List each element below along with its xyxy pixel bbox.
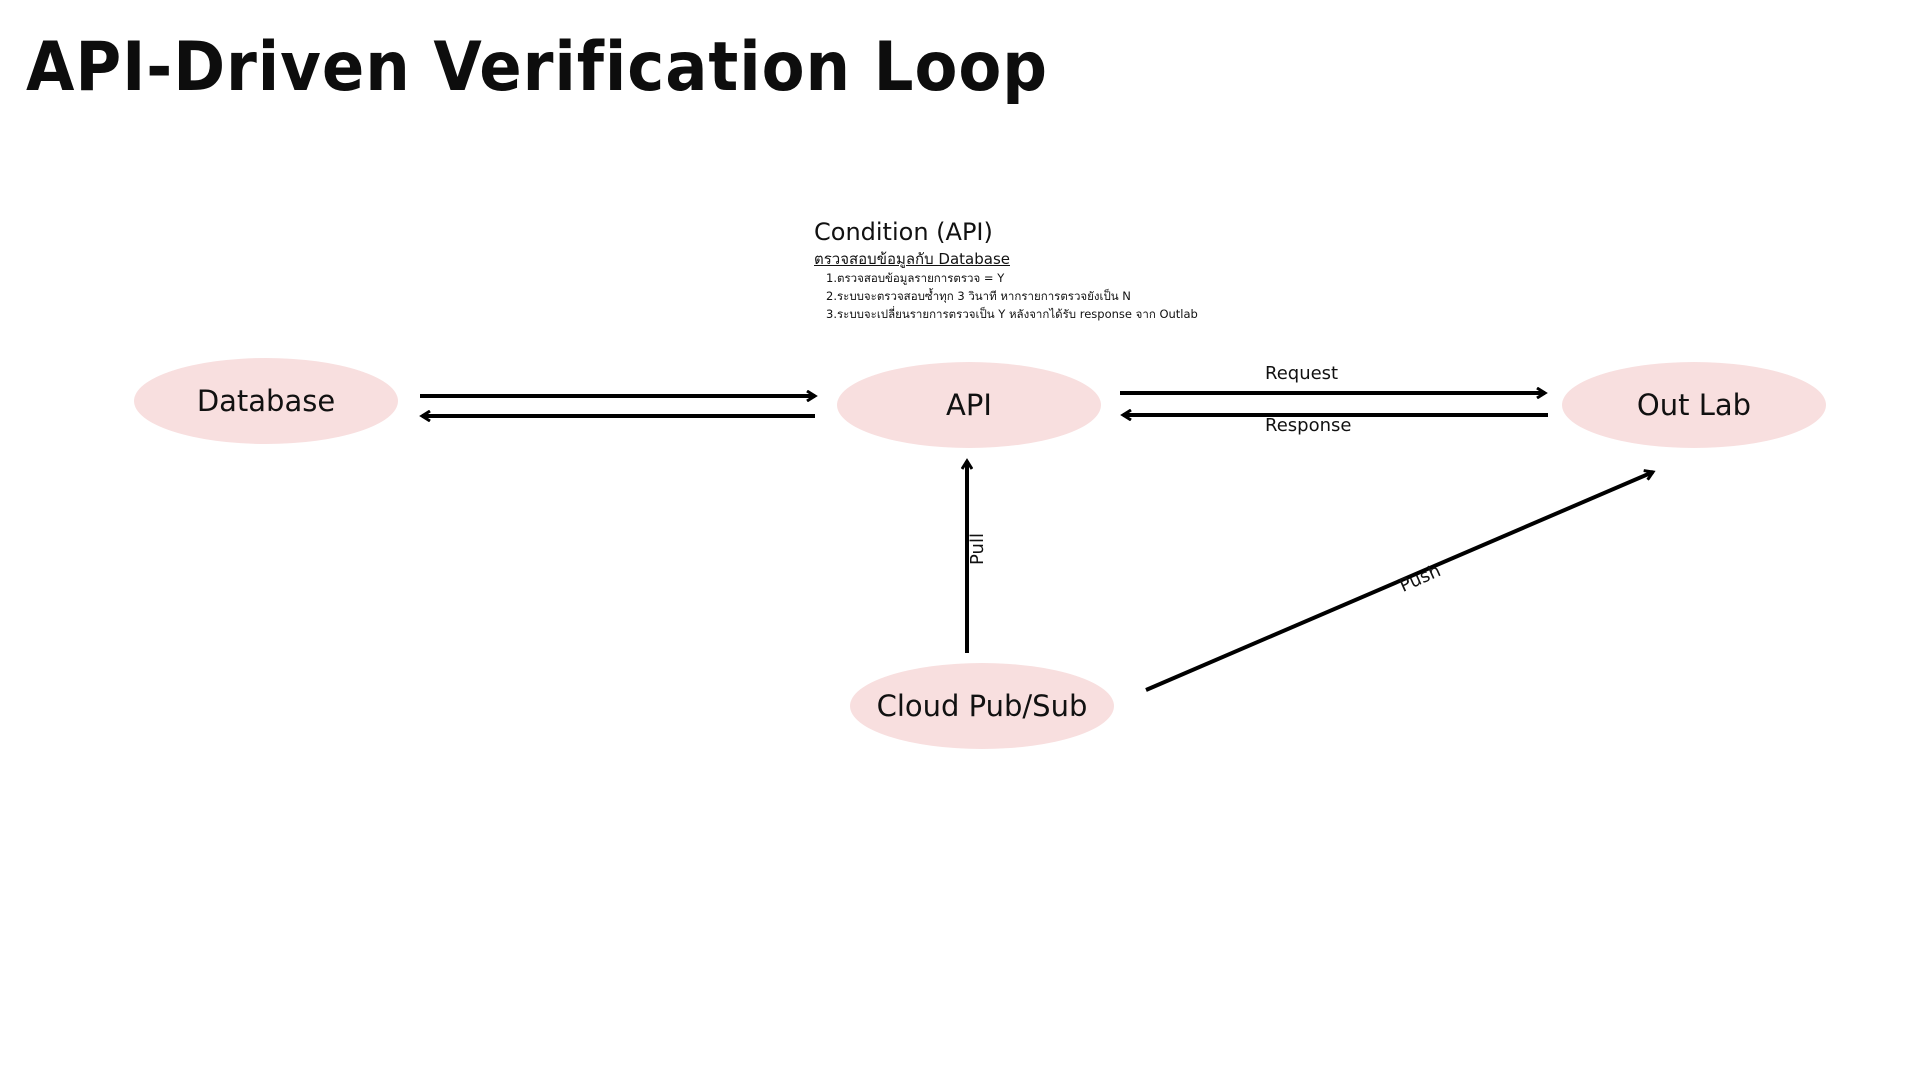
edge-label-request: Request xyxy=(1265,363,1339,384)
node-outlab: Out Lab xyxy=(1562,362,1826,448)
page-title: API-Driven Verification Loop xyxy=(26,28,1048,107)
node-api: API xyxy=(837,362,1101,448)
condition-title: Condition (API) xyxy=(814,218,993,246)
edge-label-pull: Pull xyxy=(966,533,988,565)
edge-label-push: Push xyxy=(1396,560,1444,597)
node-database: Database xyxy=(134,358,398,444)
condition-list: 1.ตรวจสอบข้อมูลรายการตรวจ = Y 2.ระบบจะตร… xyxy=(814,269,1314,323)
edge-label-response: Response xyxy=(1265,415,1352,436)
condition-item: 3.ระบบจะเปลี่ยนรายการตรวจเป็น Y หลังจากไ… xyxy=(826,307,1198,321)
condition-item: 2.ระบบจะตรวจสอบซ้ำทุก 3 วินาที หากรายการ… xyxy=(826,289,1131,303)
condition-subtitle: ตรวจสอบข้อมูลกับ Database xyxy=(814,250,1010,268)
node-cloud-pubsub: Cloud Pub/Sub xyxy=(850,663,1114,749)
condition-note: Condition (API) ตรวจสอบข้อมูลกับ Databas… xyxy=(814,215,1314,323)
condition-item: 1.ตรวจสอบข้อมูลรายการตรวจ = Y xyxy=(826,271,1005,285)
